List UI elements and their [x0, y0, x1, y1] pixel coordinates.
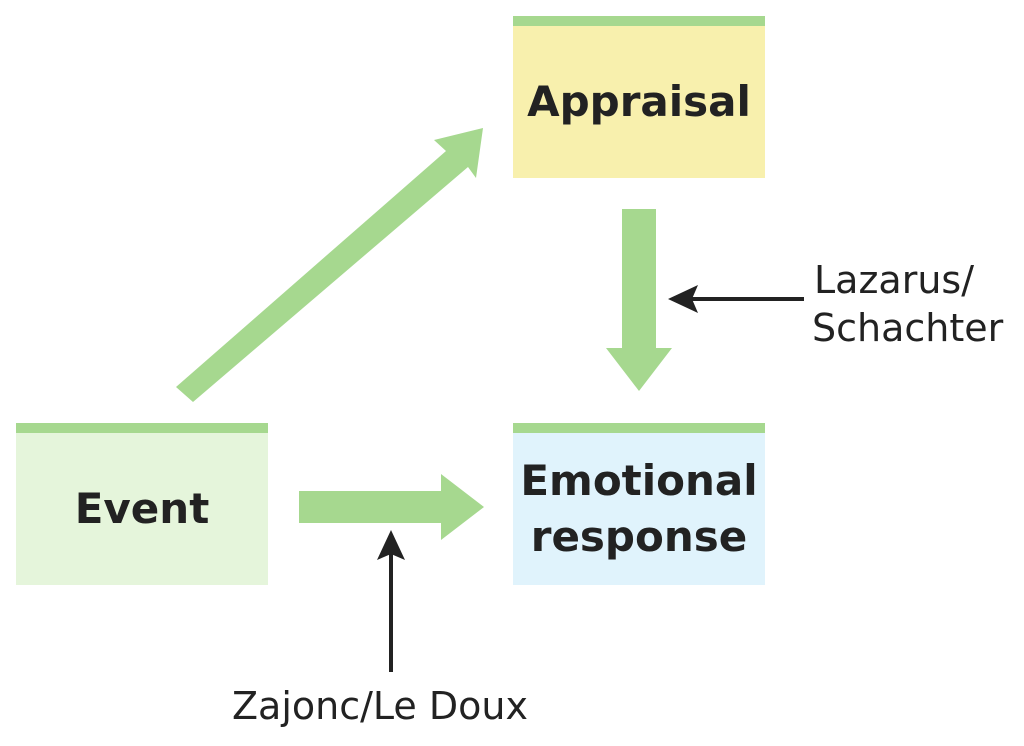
- lazarus-schachter-label: Lazarus/ Schachter: [812, 256, 1004, 352]
- zajonc-pointer-arrow: [377, 530, 405, 672]
- emotional-response-box: Emotional response: [513, 423, 765, 585]
- response-label-line1: Emotional: [520, 456, 758, 505]
- appraisal-to-response-arrow: [606, 209, 672, 391]
- response-accent-bar: [513, 423, 765, 433]
- appraisal-box: Appraisal: [513, 16, 765, 178]
- event-label: Event: [74, 484, 210, 533]
- zajonc-ledoux-label: Zajonc/Le Doux: [232, 684, 528, 728]
- event-box: Event: [16, 423, 268, 585]
- event-accent-bar: [16, 423, 268, 433]
- lazarus-label-line1: Lazarus/: [814, 258, 974, 302]
- response-label-line2: response: [530, 512, 748, 561]
- lazarus-label-line2: Schachter: [812, 306, 1004, 350]
- emotional-response-label: Emotional response: [520, 443, 757, 565]
- lazarus-pointer-arrow: [668, 285, 804, 313]
- event-to-response-arrow: [299, 474, 484, 540]
- appraisal-accent-bar: [513, 16, 765, 26]
- appraisal-label: Appraisal: [527, 77, 751, 126]
- event-to-appraisal-arrow: [176, 128, 483, 402]
